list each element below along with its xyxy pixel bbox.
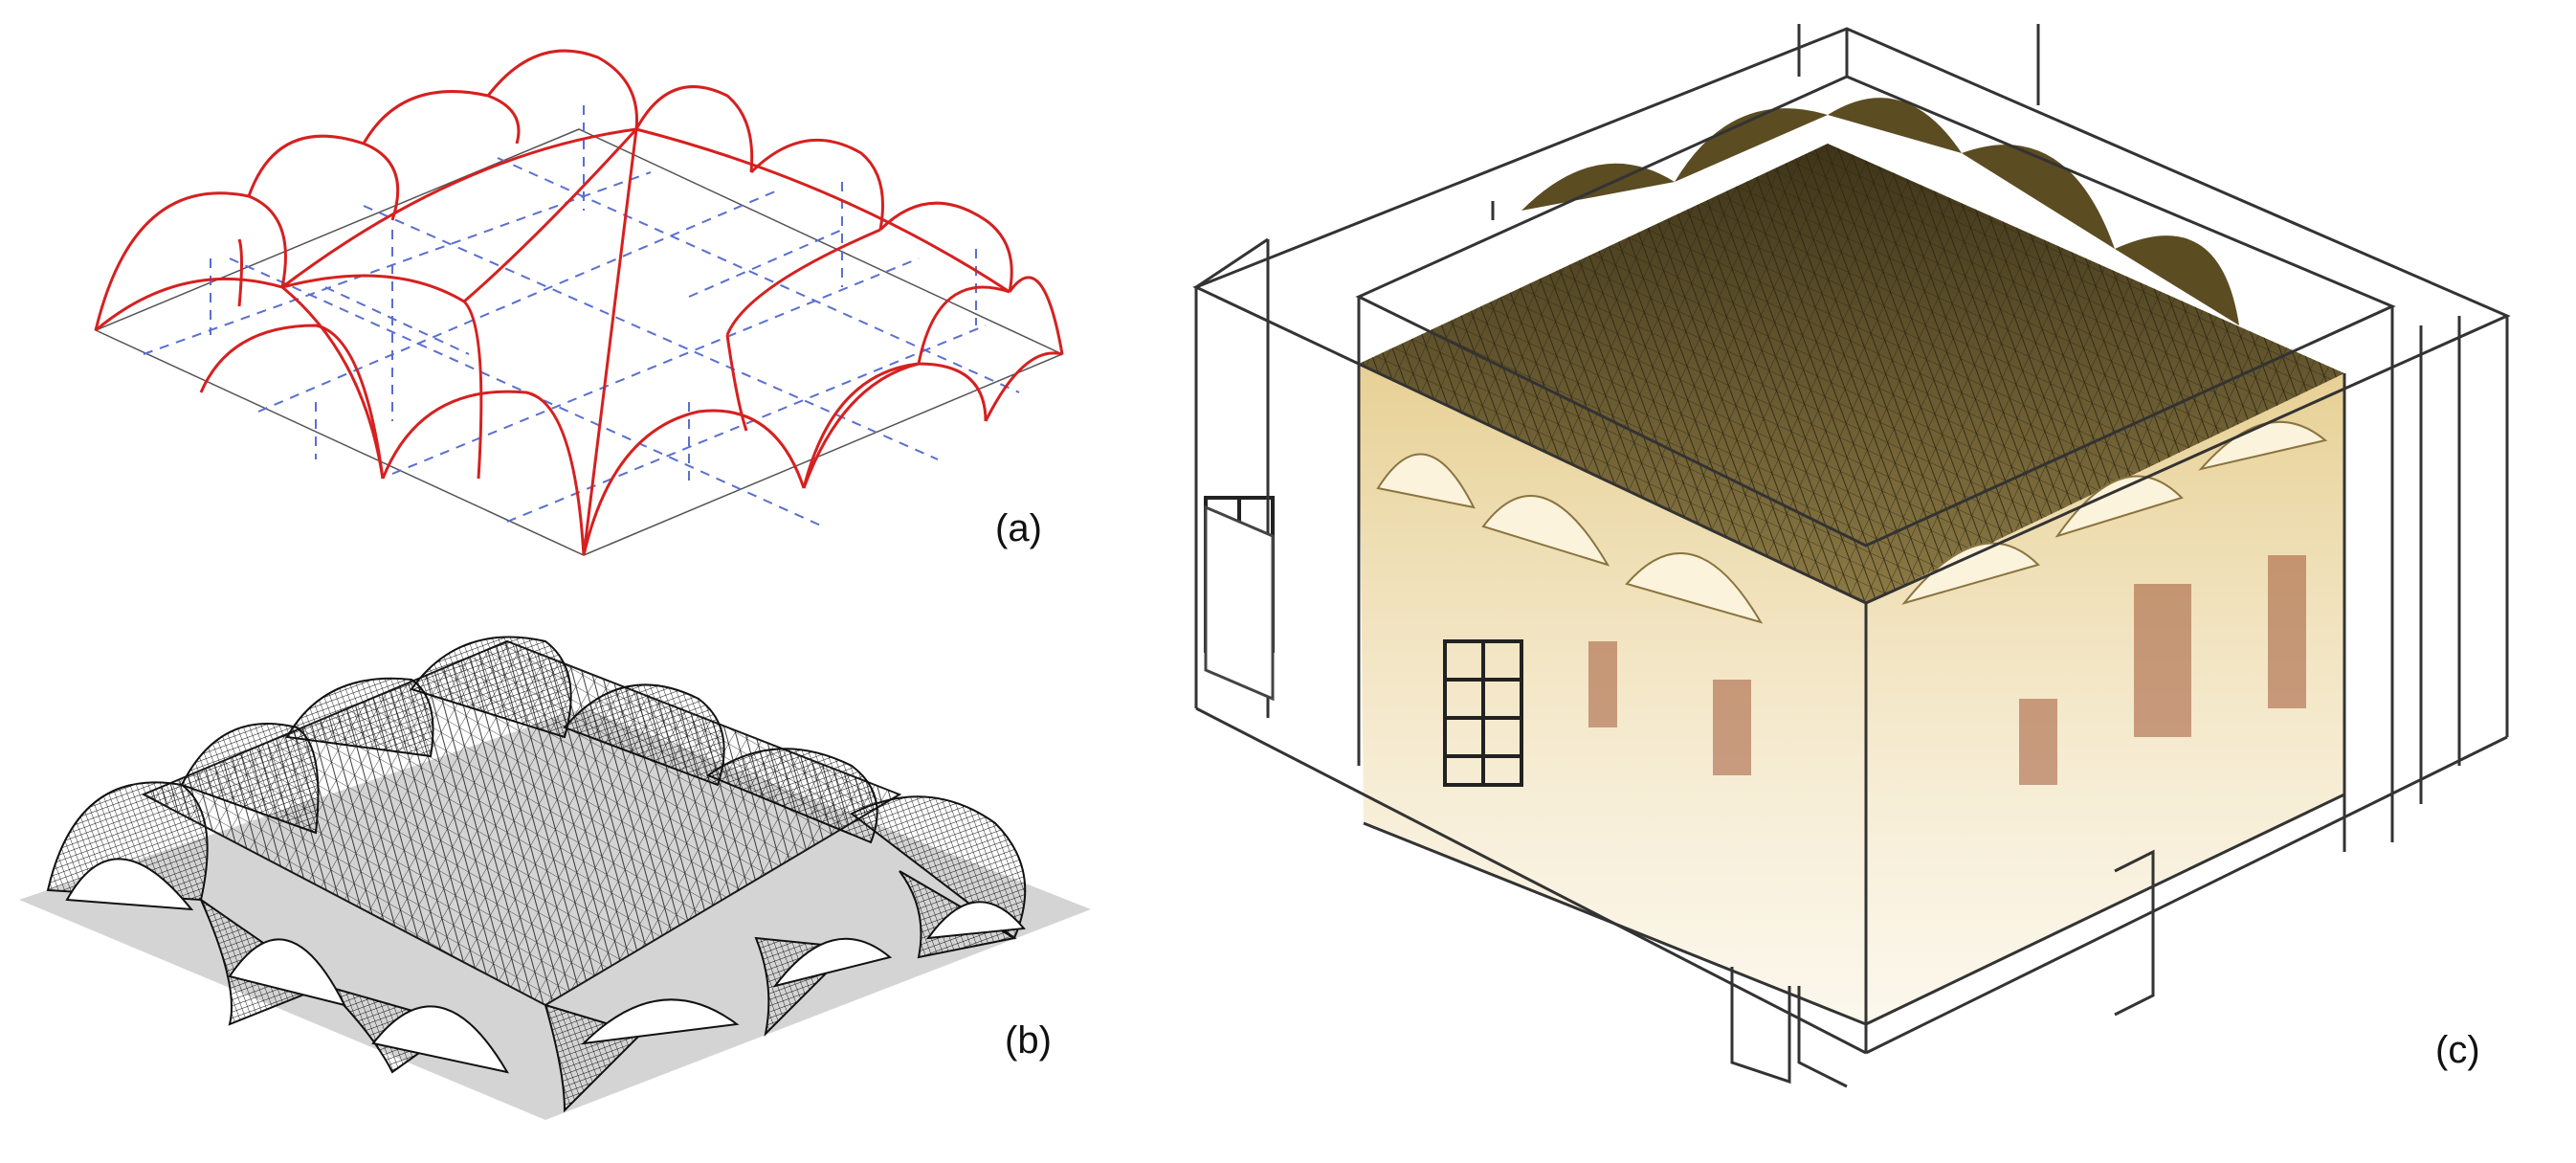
wireframe-vault-drawing (94, 49, 1064, 556)
wall-arches (1376, 420, 2328, 624)
panel-b-label: (b) (1005, 1019, 1052, 1062)
panel-a-label: (a) (995, 507, 1042, 549)
panel-c-label: (c) (2435, 1029, 2480, 1071)
panel-b-mesh-vault (10, 622, 1139, 1139)
mesh-lunettes (46, 636, 1027, 1113)
right-wall-pointcloud (1866, 373, 2344, 1024)
wall-paintings (1588, 555, 2306, 785)
panel-a-wireframe-vault (77, 38, 1091, 574)
box-wireframe (1192, 24, 2511, 1088)
mesh-vault-drawing (19, 636, 1091, 1120)
panel-c-room-model (1177, 10, 2536, 1101)
exterior-window-box (1204, 504, 1275, 702)
vault-triangle-mesh (1359, 144, 2344, 603)
vault-lunettes (1521, 98, 2239, 325)
vault-arcs (94, 49, 1064, 556)
construction-lines (143, 105, 1020, 527)
mesh-arch-openings (65, 858, 1026, 1074)
window-inner (1443, 639, 1523, 787)
room-model-drawing (1192, 24, 2511, 1088)
